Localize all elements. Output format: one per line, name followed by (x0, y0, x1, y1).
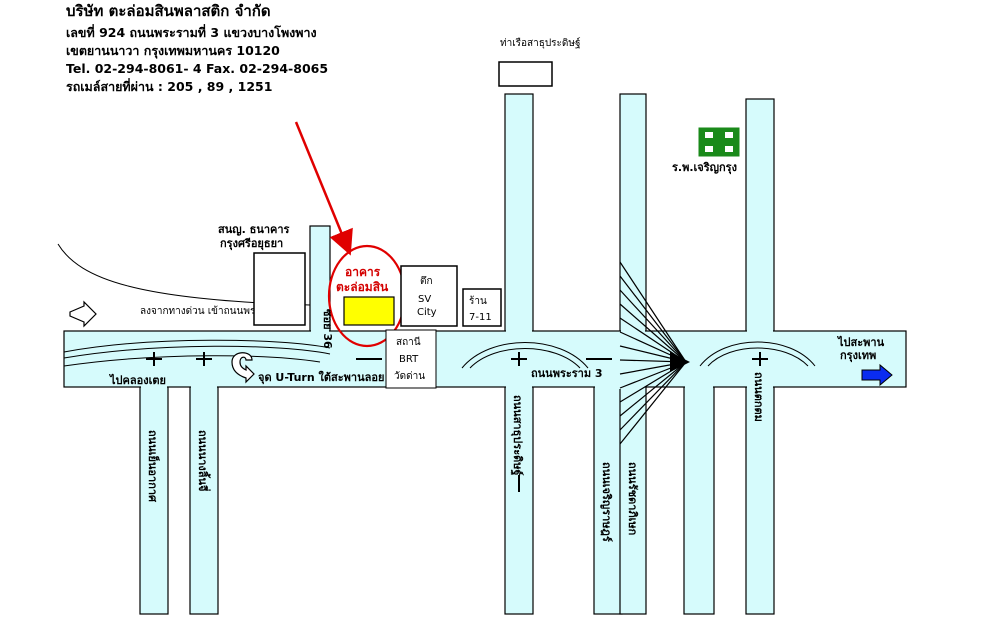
v4-label: ถนนเจริญราษฎร์ (600, 462, 613, 542)
expressway-curve (57, 243, 311, 306)
cross-1 (146, 352, 162, 366)
shop-711 (462, 288, 502, 327)
address-line-1: เลขที่ 924 ถนนพระรามที่ 3 แขวงบางโพงพาง (66, 24, 317, 40)
shop-label-2: 7-11 (469, 312, 492, 323)
blue-arrow-icon (861, 363, 893, 387)
brt-station (385, 329, 437, 389)
v7-label: ถนนตกตม (752, 372, 765, 422)
brt-label-3: วัดด่าน (394, 371, 425, 382)
shop-label-1: ร้าน (469, 295, 487, 307)
sv-city-building (400, 265, 458, 327)
address-line-2: เขตยานนาวา กรุงเทพมหานคร 10120 (66, 43, 280, 59)
cross-2 (196, 352, 212, 366)
road-ratchadaphisek (619, 385, 647, 615)
building-label-1: อาคาร (345, 265, 381, 279)
bank-building (253, 252, 306, 326)
road-yen-akat (139, 385, 169, 615)
cross-3 (511, 352, 527, 366)
building-label-2: ตะล่อมสิน (336, 280, 389, 294)
road-sathu-pradit-south (504, 385, 534, 615)
v1-label: ถนนเย็นอากาศ (146, 430, 160, 503)
company-name: บริษัท ตะล่อมสินพลาสติก จำกัด (66, 2, 271, 20)
road-north-v5 (619, 93, 647, 335)
expressway-note: ลงจากทางด่วน เข้าถนนพระราม (140, 305, 278, 317)
sv-label-2: SV (418, 294, 431, 305)
fan-lines (619, 261, 687, 445)
main-road-rama3 (63, 330, 907, 388)
flyover-arc-1 (63, 339, 331, 353)
bridge-arc-2 (469, 348, 581, 369)
bank-label-1: สนญ. ธนาคาร (218, 223, 290, 236)
bus-lines: รถเมล์สายที่ผ่าน : 205 , 89 , 1251 (66, 78, 272, 94)
flyover-arc-3 (63, 355, 321, 367)
red-pointer-arrow (294, 121, 353, 256)
road-nang-linchi (189, 385, 219, 615)
pier-label: ท่าเรือสาธุประดิษฐ์ (500, 37, 581, 49)
to-khlong-toei: ไปคลองเตย (108, 373, 166, 387)
flyover-arc-2 (63, 345, 331, 359)
to-bridge-2: กรุงเทพ (840, 349, 876, 363)
phone-fax: Tel. 02-294-8061- 4 Fax. 02-294-8065 (66, 61, 328, 76)
main-road-label: ถนนพระราม 3 (531, 367, 603, 380)
v2-label: ถนนนางลิ้นจี่ (196, 430, 211, 491)
bank-label-2: กรุงศรีอยุธยา (220, 237, 283, 251)
cross-4 (752, 352, 768, 366)
bridge-arc-1 (461, 342, 589, 369)
fan-arrow-icon (670, 352, 690, 372)
road-south-v6 (683, 385, 715, 615)
road-tok-tom (745, 385, 775, 615)
pier-box (498, 61, 553, 87)
sv-label-3: City (417, 307, 437, 318)
road-sathu-pradit-north (504, 93, 534, 335)
v3-label: ถนนสาธุประดิษฐ์ (510, 395, 524, 476)
brt-label-2: BRT (399, 354, 419, 365)
bridge-arc-3 (699, 341, 816, 367)
soi-label: ซอย 36 (321, 309, 334, 349)
road-charoen-krung (745, 98, 775, 335)
to-bridge-1: ไปสะพาน (836, 335, 885, 349)
entry-arrow-icon (69, 300, 97, 328)
uturn-icon (231, 352, 255, 384)
company-building (343, 296, 395, 326)
v6-label: ถนนรัชดาภิเษก (626, 462, 639, 536)
bridge-arc-4 (707, 347, 809, 367)
brt-label-1: สถานี (396, 336, 421, 348)
hospital-label: ร.พ.เจริญกรุง (672, 161, 737, 175)
uturn-label: จุด U-Turn ใต้สะพานลอย (258, 370, 384, 385)
sv-label-1: ตึก (420, 275, 433, 287)
road-charoen-rat (593, 385, 623, 615)
